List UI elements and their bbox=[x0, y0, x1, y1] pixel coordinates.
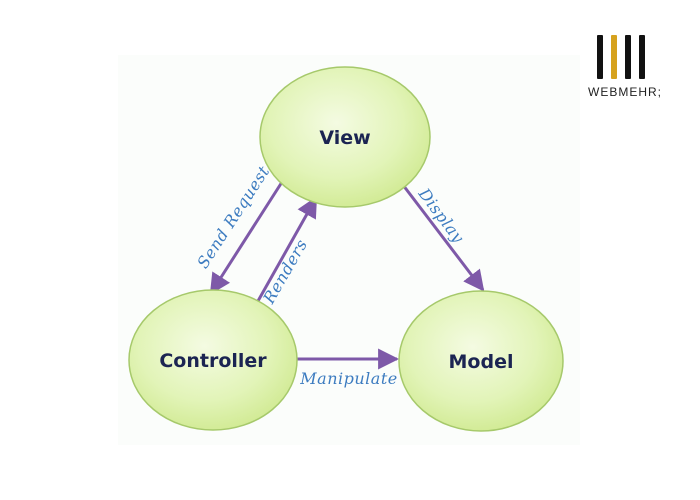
view-label: View bbox=[319, 127, 370, 149]
controller-label: Controller bbox=[159, 350, 267, 372]
display-arrow bbox=[401, 184, 485, 292]
logo-text: WEBMEHR; bbox=[588, 85, 662, 99]
view-node[interactable]: View bbox=[259, 66, 431, 208]
renders-arrow bbox=[256, 196, 318, 302]
logo-bar-3 bbox=[625, 35, 631, 79]
webmehr-logo: WEBMEHR; bbox=[582, 33, 692, 103]
logo-bar-1 bbox=[597, 35, 603, 79]
logo-bars-icon bbox=[595, 33, 675, 81]
controller-node[interactable]: Controller bbox=[128, 289, 298, 431]
display-label: Display bbox=[414, 184, 468, 247]
logo-bar-2 bbox=[611, 35, 617, 79]
model-label: Model bbox=[449, 351, 514, 373]
send-request-arrow bbox=[209, 181, 284, 295]
logo-bar-4 bbox=[639, 35, 645, 79]
renders-label: Renders bbox=[259, 236, 311, 308]
manipulate-label: Manipulate bbox=[299, 369, 397, 388]
model-node[interactable]: Model bbox=[398, 290, 564, 432]
